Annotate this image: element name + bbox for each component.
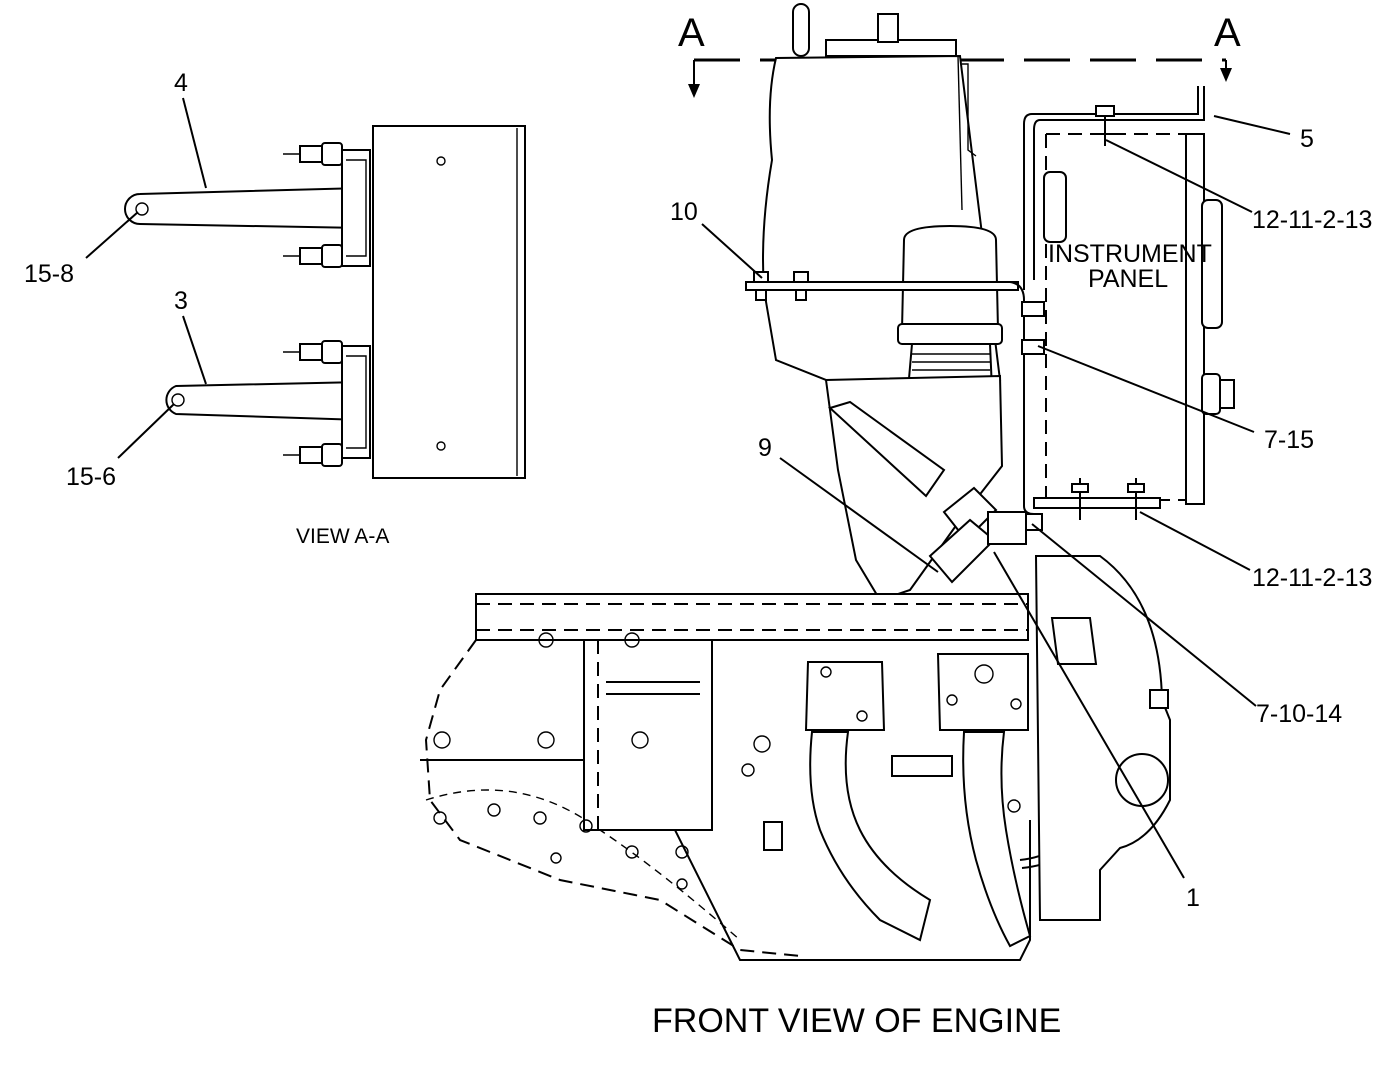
- pipe-fitting: [891, 755, 953, 777]
- leader-7-15: [1037, 345, 1255, 433]
- leader-7-10-14: [1031, 523, 1257, 707]
- bolt-group-3-top: [283, 340, 343, 364]
- callout-9: 9: [758, 434, 772, 462]
- plate-hole-bottom: [436, 441, 446, 451]
- leader-10: [701, 223, 763, 279]
- leader-9: [779, 457, 939, 573]
- filter-canister: [900, 224, 1000, 331]
- connector-plug: [1050, 617, 1098, 665]
- callout-4: 4: [174, 69, 188, 97]
- bracket-arm-4: [124, 186, 363, 230]
- bracket-3-hole: [171, 393, 185, 407]
- leader-15-6: [117, 403, 175, 459]
- instrument-panel-label-line-1: INSTRUMENT: [1048, 240, 1212, 268]
- instrument-panel-label-line-2: PANEL: [1088, 265, 1168, 293]
- filter-band: [897, 323, 1003, 345]
- leader-5: [1213, 115, 1291, 135]
- bolt-group-3-bottom: [283, 443, 343, 467]
- bracket-4-hole: [135, 202, 149, 216]
- mounting-plate: [372, 125, 526, 479]
- hose-left: [809, 731, 932, 942]
- elbow-clamp: [987, 511, 1027, 545]
- bolt-group-4-bottom: [283, 244, 343, 268]
- bracket-5: [1023, 86, 1199, 290]
- housing-plug: [1149, 689, 1169, 709]
- callout-3: 3: [174, 287, 188, 315]
- callout-15-6: 15-6: [66, 463, 116, 491]
- bracket-10: [745, 281, 1019, 291]
- leader-12-11-2-13-bottom: [1139, 511, 1251, 571]
- frame-outline: [420, 759, 1031, 961]
- bracket-4-clamp-inner: [346, 159, 367, 257]
- sensor-mount: [828, 400, 946, 498]
- bracket-3-clamp-inner: [346, 355, 367, 449]
- lift-handle: [792, 3, 810, 57]
- callout-7-15: 7-15: [1264, 426, 1314, 454]
- flange-left: [804, 661, 886, 731]
- view-a-a: 4 3 15-8 15-6 VIEW A-A: [24, 69, 526, 548]
- bracket-side-fasteners: [1021, 301, 1045, 531]
- callout-1: 1: [1186, 884, 1200, 912]
- panel-switch: [1201, 373, 1221, 415]
- frame-clip: [763, 821, 783, 851]
- crossmember: [475, 593, 1029, 641]
- callout-10: 10: [670, 198, 698, 226]
- hose-right: [962, 731, 1032, 948]
- column-edge: [957, 55, 963, 211]
- column-clip: [962, 63, 977, 157]
- bracket-5-inner: [1033, 86, 1205, 280]
- front-view-engine: INSTRUMENT PANEL: [420, 3, 1372, 1040]
- callout-7-10-14: 7-10-14: [1256, 700, 1342, 728]
- callout-15-8: 15-8: [24, 260, 74, 288]
- leader-12-11-2-13-top: [1105, 139, 1253, 213]
- bracket-10-nut-1: [755, 289, 767, 301]
- section-arrow-left-head: [688, 84, 700, 98]
- leader-3: [182, 315, 207, 385]
- section-arrow-right-head: [1220, 68, 1232, 82]
- frame-outline-dashed: [424, 639, 801, 957]
- flange-right: [936, 653, 1029, 731]
- instrument-panel-outline: [1045, 133, 1187, 501]
- callout-5: 5: [1300, 125, 1314, 153]
- cap-fitting: [877, 13, 899, 43]
- leader-15-8: [85, 211, 139, 259]
- sensor-round: [1115, 753, 1169, 807]
- panel-connector: [1043, 171, 1067, 243]
- view-a-a-caption: VIEW A-A: [296, 525, 389, 548]
- bracket-10-bolt-2: [793, 271, 809, 283]
- frame-plate: [583, 639, 713, 831]
- callout-12-11-2-13-top: 12-11-2-13: [1252, 206, 1372, 234]
- panel-switch-knob: [1219, 379, 1235, 409]
- front-view-caption: FRONT VIEW OF ENGINE: [652, 1002, 1061, 1040]
- leader-4: [182, 97, 207, 189]
- section-marker-right: A: [1214, 11, 1241, 55]
- panel-lower-bolts: [1071, 478, 1145, 520]
- plate-hole-top: [436, 156, 446, 166]
- panel-lower-bracket: [1033, 497, 1161, 509]
- leader-1: [993, 551, 1185, 879]
- section-marker-left: A: [678, 11, 705, 55]
- panel-gauge: [1201, 199, 1223, 329]
- bracket-5-fastener: [1095, 105, 1115, 117]
- callout-12-11-2-13-bottom: 12-11-2-13: [1252, 564, 1372, 592]
- bracket-arm-3: [165, 380, 363, 422]
- bolt-group-4-top: [283, 142, 343, 166]
- bracket-10-nut-2: [795, 289, 807, 301]
